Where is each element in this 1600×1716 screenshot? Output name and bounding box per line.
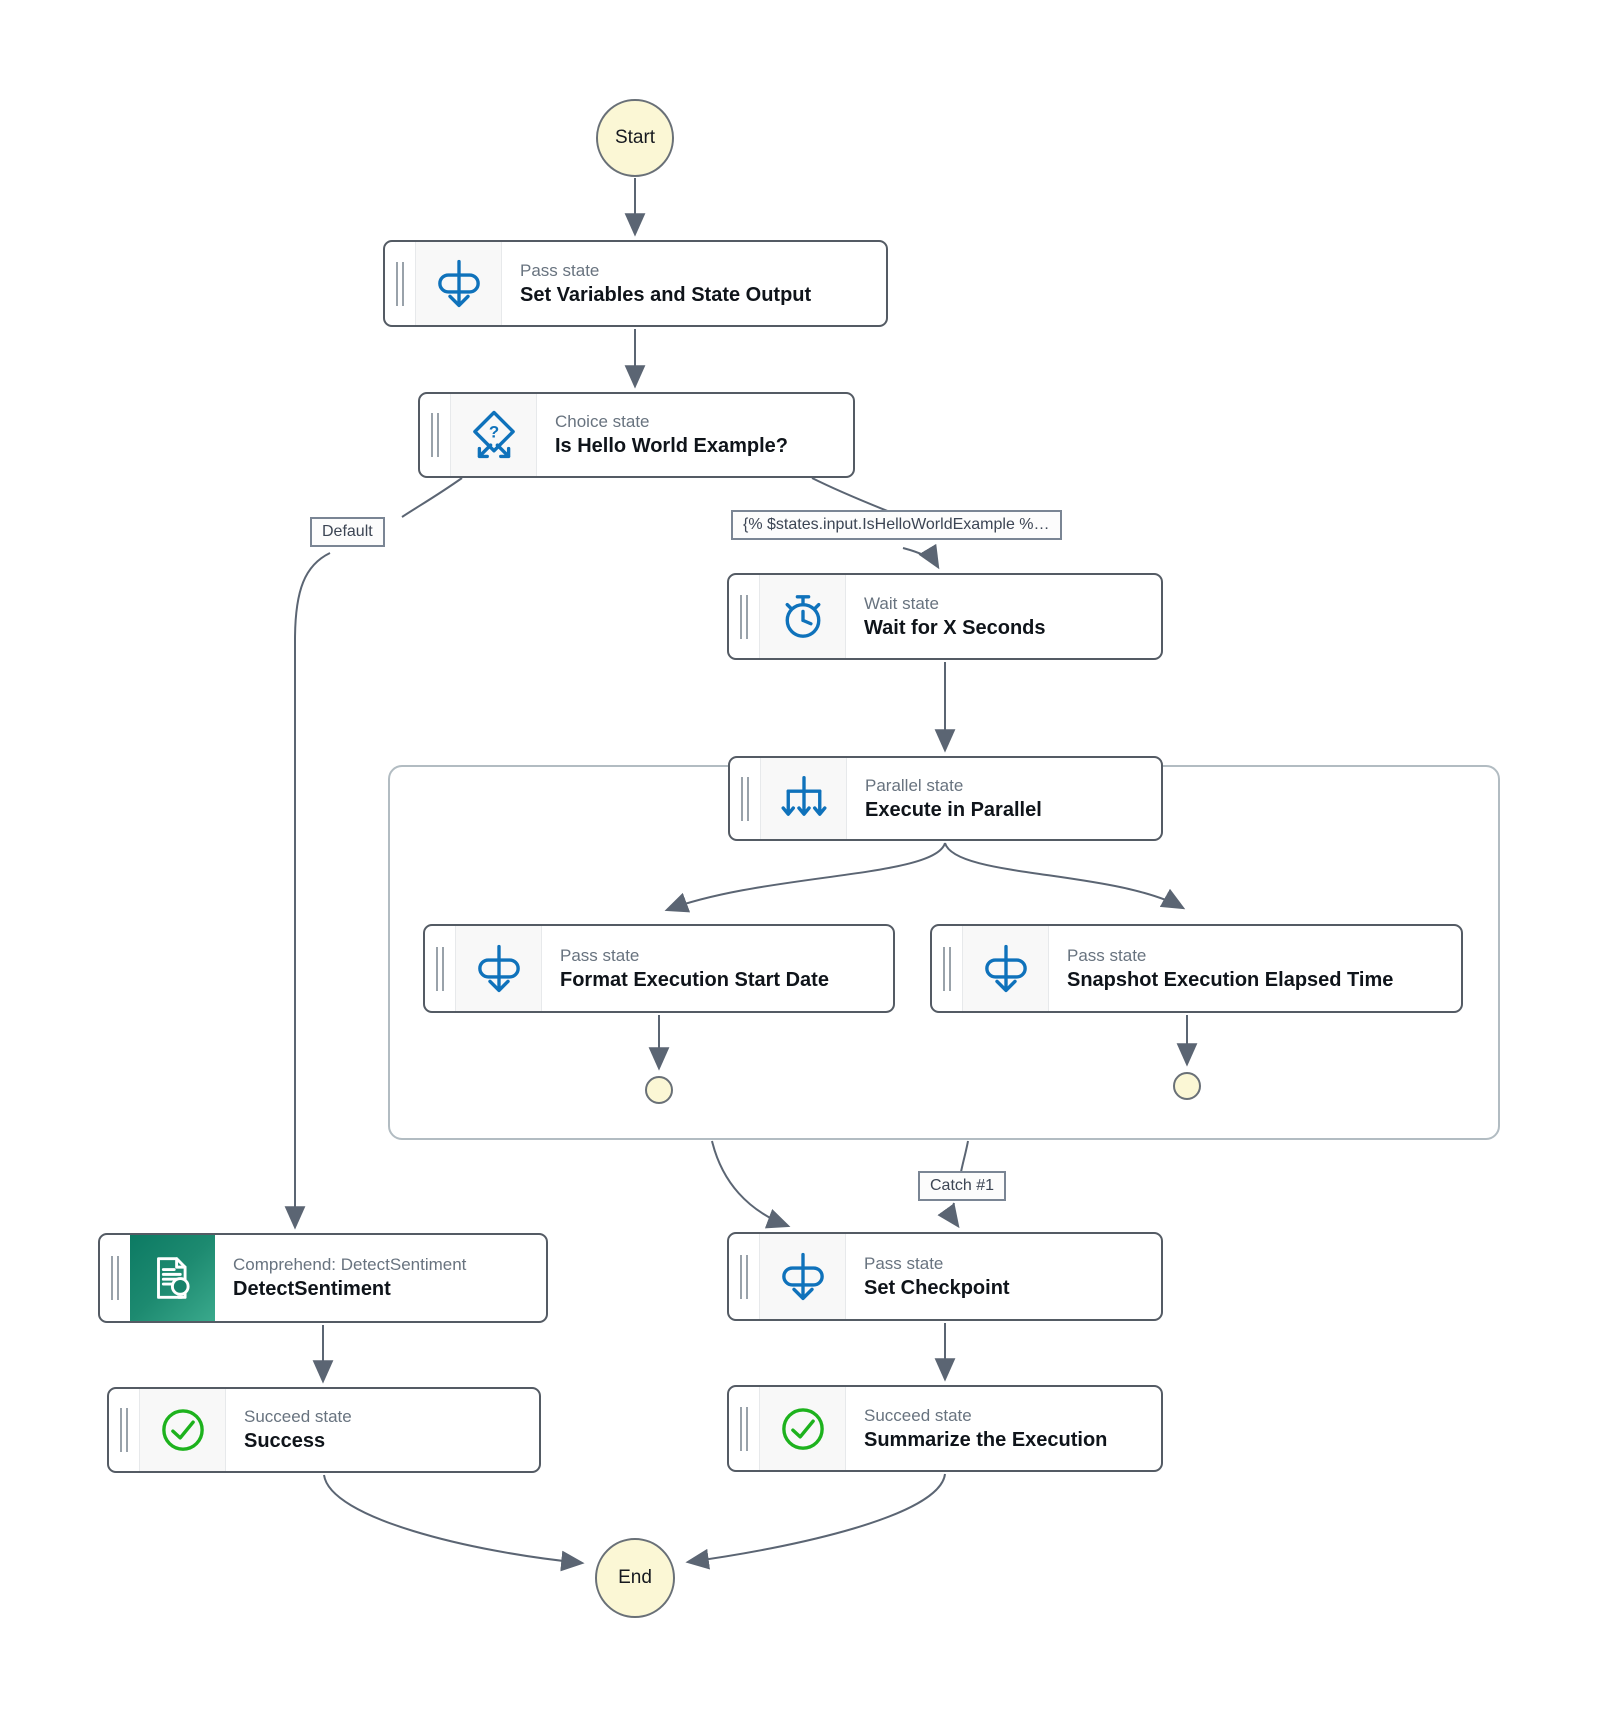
- state-title: Success: [244, 1430, 326, 1452]
- catch-rule-label[interactable]: Catch #1: [918, 1171, 1007, 1201]
- parallel-state-icon: [760, 758, 847, 839]
- state-node-wait[interactable]: Wait state Wait for X Seconds: [727, 573, 1163, 660]
- drag-handle[interactable]: [420, 394, 450, 476]
- edge-parallel-to-snapshot: [944, 842, 1186, 910]
- start-label: Start: [614, 127, 656, 148]
- state-type-label: Choice state: [555, 412, 650, 431]
- succeed-state-icon: [759, 1387, 846, 1470]
- state-node-snapshot-time[interactable]: Pass state Snapshot Execution Elapsed Ti…: [930, 924, 1463, 1013]
- state-node-parallel[interactable]: Parallel state Execute in Parallel: [728, 756, 1163, 841]
- state-type-label: Comprehend: DetectSentiment: [233, 1255, 467, 1274]
- state-title: Summarize the Execution: [864, 1428, 1108, 1451]
- state-type-label: Succeed state: [864, 1405, 972, 1425]
- state-type-label: Succeed state: [244, 1407, 352, 1426]
- state-title: Format Execution Start Date: [560, 968, 829, 991]
- edge-container-to-checkpoint: [711, 1140, 791, 1229]
- edge-choice-to-default-label: [401, 477, 463, 518]
- drag-handle[interactable]: [100, 1235, 130, 1321]
- state-title: DetectSentiment: [233, 1278, 391, 1300]
- state-node-set-checkpoint[interactable]: Pass state Set Checkpoint: [727, 1232, 1163, 1321]
- state-title: Is Hello World Example?: [555, 435, 789, 457]
- edge-catch-to-checkpoint: [937, 1202, 960, 1229]
- state-type-label: Parallel state: [865, 775, 964, 795]
- pass-state-icon: [962, 926, 1049, 1011]
- edge-parallel-to-format: [664, 842, 946, 913]
- choice-state-icon: ?: [450, 394, 537, 476]
- branch-end-terminal: [1173, 1072, 1201, 1100]
- default-rule-label[interactable]: Default: [310, 517, 385, 547]
- svg-text:?: ?: [488, 422, 498, 441]
- drag-handle[interactable]: [109, 1389, 139, 1471]
- drag-handle[interactable]: [729, 1234, 759, 1319]
- state-type-label: Pass state: [520, 260, 600, 280]
- start-terminal: Start: [596, 99, 674, 177]
- drag-handle[interactable]: [425, 926, 455, 1011]
- state-node-success[interactable]: Succeed state Success: [107, 1387, 541, 1473]
- edge-summarize-to-end: [685, 1473, 946, 1570]
- state-node-choice[interactable]: ? Choice state Is Hello World Example?: [418, 392, 855, 478]
- end-terminal: End: [595, 1538, 675, 1618]
- choice-condition-label[interactable]: {% $states.input.IsHelloWorldExample %…: [731, 510, 1062, 540]
- pass-state-icon: [759, 1234, 846, 1319]
- state-type-label: Pass state: [1067, 945, 1147, 965]
- state-title: Set Checkpoint: [864, 1276, 1010, 1299]
- drag-handle[interactable]: [729, 1387, 759, 1470]
- pass-state-icon: [415, 242, 502, 325]
- drag-handle[interactable]: [730, 758, 760, 839]
- edge-condition-to-wait: [902, 543, 940, 570]
- state-title: Snapshot Execution Elapsed Time: [1067, 968, 1394, 991]
- drag-handle[interactable]: [932, 926, 962, 1011]
- edge-choice-to-condition-label: [811, 477, 891, 513]
- state-node-detect-sentiment[interactable]: Comprehend: DetectSentiment DetectSentim…: [98, 1233, 548, 1323]
- end-label: End: [618, 1567, 652, 1588]
- state-type-label: Pass state: [560, 945, 640, 965]
- edge-success-to-end: [323, 1474, 585, 1572]
- pass-state-icon: [455, 926, 542, 1011]
- state-node-summarize[interactable]: Succeed state Summarize the Execution: [727, 1385, 1163, 1472]
- state-type-label: Wait state: [864, 593, 939, 613]
- state-node-set-variables[interactable]: Pass state Set Variables and State Outpu…: [383, 240, 888, 327]
- state-title: Set Variables and State Output: [520, 283, 812, 306]
- drag-handle[interactable]: [385, 242, 415, 325]
- edge-default-to-detect: [284, 552, 331, 1230]
- state-title: Wait for X Seconds: [864, 616, 1046, 639]
- state-type-label: Pass state: [864, 1253, 944, 1273]
- edge-container-to-catch-label: [960, 1140, 969, 1173]
- succeed-state-icon: [139, 1389, 226, 1471]
- branch-end-terminal: [645, 1076, 673, 1104]
- comprehend-service-icon: [130, 1235, 215, 1321]
- drag-handle[interactable]: [729, 575, 759, 658]
- state-title: Execute in Parallel: [865, 798, 1042, 821]
- wait-state-icon: [759, 575, 846, 658]
- state-node-format-date[interactable]: Pass state Format Execution Start Date: [423, 924, 895, 1013]
